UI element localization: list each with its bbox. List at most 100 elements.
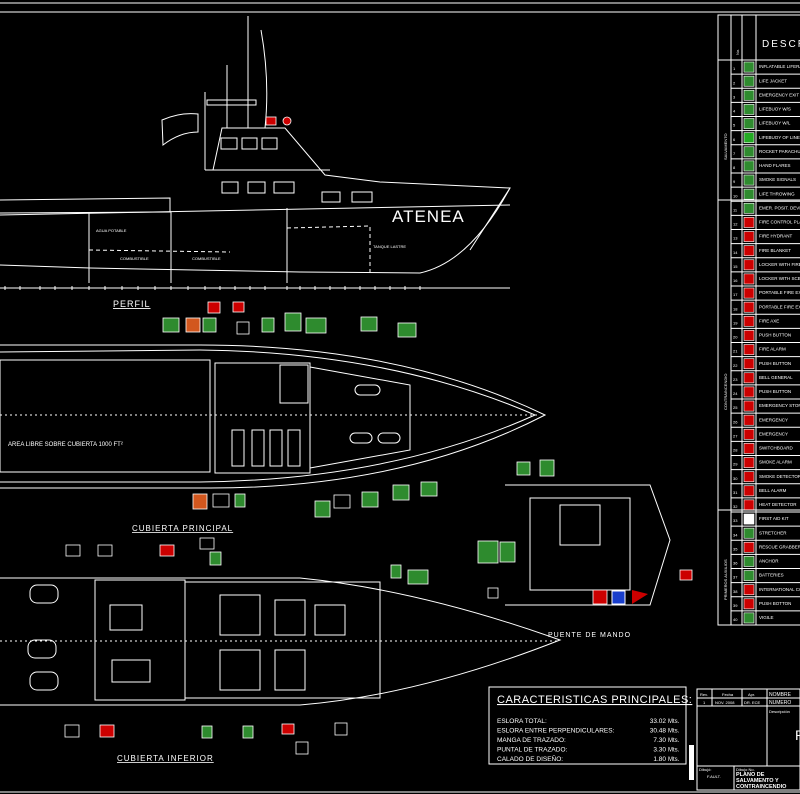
extinguisher-icon	[743, 301, 755, 313]
svg-text:NOMBRE: NOMBRE	[769, 692, 792, 698]
legend-text: LIFE JACKET	[759, 78, 787, 83]
liferaft-icon	[397, 322, 417, 338]
lifebuoy-line-icon	[743, 132, 755, 144]
life-jacket-icon	[261, 317, 275, 333]
bell-alarm-icon	[743, 485, 755, 497]
view-title-bridge: PUENTE DE MANDO	[548, 632, 631, 639]
vigil-icon	[743, 612, 755, 624]
lifebuoy-light-icon	[284, 312, 302, 332]
legend-number: 38	[733, 589, 738, 594]
deck-area-note: AREA LIBRE SOBRE CUBIERTA 1000 FT²	[8, 442, 123, 448]
anchor-icon	[743, 556, 755, 567]
lifebuoy-icon	[314, 500, 331, 518]
signal-flag-icon	[743, 584, 755, 596]
smoke-signal-icon	[743, 174, 755, 186]
emergency-icon	[743, 428, 755, 440]
anchor-icon	[392, 484, 410, 501]
life-jacket-icon	[743, 75, 755, 87]
smoke-detector-icon	[743, 471, 755, 483]
characteristic-unit: Mts.	[668, 748, 680, 754]
bell-icon	[743, 372, 755, 384]
svg-text:Descripción: Descripción	[769, 709, 790, 714]
emergency-stop-icon	[743, 400, 755, 412]
fire-alarm-icon	[743, 344, 755, 355]
legend-number: 8	[733, 165, 736, 170]
legend-number: 19	[733, 320, 738, 325]
life-jacket-icon	[234, 493, 246, 508]
anchor-icon	[361, 491, 379, 508]
fire-locker-icon	[592, 589, 608, 605]
drawing-title: PLANO DE SALVAMENTO Y CONTRAINCENDIO	[736, 772, 787, 790]
emergency-icon	[743, 414, 755, 426]
tank-label: AGUA POTABLE	[96, 228, 127, 233]
characteristic-value: 1.80	[653, 756, 666, 763]
svg-text:NOV. 2008: NOV. 2008	[715, 700, 735, 705]
legend-number: 11	[733, 207, 738, 212]
push-button-icon	[743, 358, 755, 370]
legend-number: 32	[733, 504, 738, 509]
legend-text: VIGILE	[759, 615, 774, 620]
rocket-flare-icon	[185, 317, 201, 333]
legend-number: 33	[733, 518, 738, 523]
characteristics-title: CARACTERISTICAS PRINCIPALES:	[497, 694, 692, 706]
legend-number: 12	[733, 222, 738, 227]
rescue-grabber-icon	[743, 541, 755, 553]
svg-text:1: 1	[703, 700, 706, 705]
legend-text: PORTABLE FIRE EXT.	[759, 304, 800, 309]
legend-text: SMOKE ALARM	[759, 460, 792, 465]
legend-text: BELL ALARM	[759, 488, 787, 493]
tank-label: COMBUSTIBLE	[192, 256, 221, 261]
legend-text: EMERGENCY	[759, 417, 788, 422]
legend-number: 1	[733, 66, 736, 71]
legend-text: EMER. POSIT. DEVICE	[759, 205, 800, 210]
characteristic-unit: Mts.	[668, 757, 680, 763]
liferaft-icon	[162, 317, 180, 333]
legend-text: BELL GENERAL	[759, 375, 793, 380]
push-button-icon	[212, 493, 230, 508]
legend-number: 6	[733, 137, 736, 142]
liferaft-icon	[743, 61, 755, 73]
epirb-icon	[743, 202, 755, 214]
svg-text:Rev.: Rev.	[700, 692, 708, 697]
svg-text:Dibujó:: Dibujó:	[699, 767, 711, 772]
svg-text:No.: No.	[735, 49, 740, 55]
characteristic-label: ESLORA TOTAL:	[497, 718, 547, 725]
legend-number: 23	[733, 377, 738, 382]
legend-number: 36	[733, 561, 738, 566]
fire-hydrant-icon	[743, 231, 755, 242]
legend-text: INFLATABLE LIFERAFT	[759, 64, 800, 69]
lifebuoy-light-icon	[743, 118, 755, 129]
fire-locker-icon	[743, 273, 755, 285]
legend-section: SALVAMENTO	[723, 133, 728, 160]
view-title-main-deck: CUBIERTA PRINCIPAL	[132, 524, 233, 533]
legend-text: SMOKE SIGNALS	[759, 177, 796, 182]
characteristic-label: MANGA DE TRAZADO:	[497, 737, 566, 744]
lifebuoy-icon	[202, 317, 217, 333]
fire-locker-icon	[743, 259, 755, 271]
legend-section: PRIMEROS AUXILIOS	[723, 559, 728, 600]
legend-number: 22	[733, 363, 738, 368]
anchor-icon	[360, 316, 378, 332]
smoke-signal-icon	[539, 459, 555, 477]
heat-detector-icon	[743, 499, 755, 511]
liferaft-icon	[407, 569, 429, 585]
legend-number: 5	[733, 123, 736, 128]
legend-number: 20	[733, 335, 738, 340]
